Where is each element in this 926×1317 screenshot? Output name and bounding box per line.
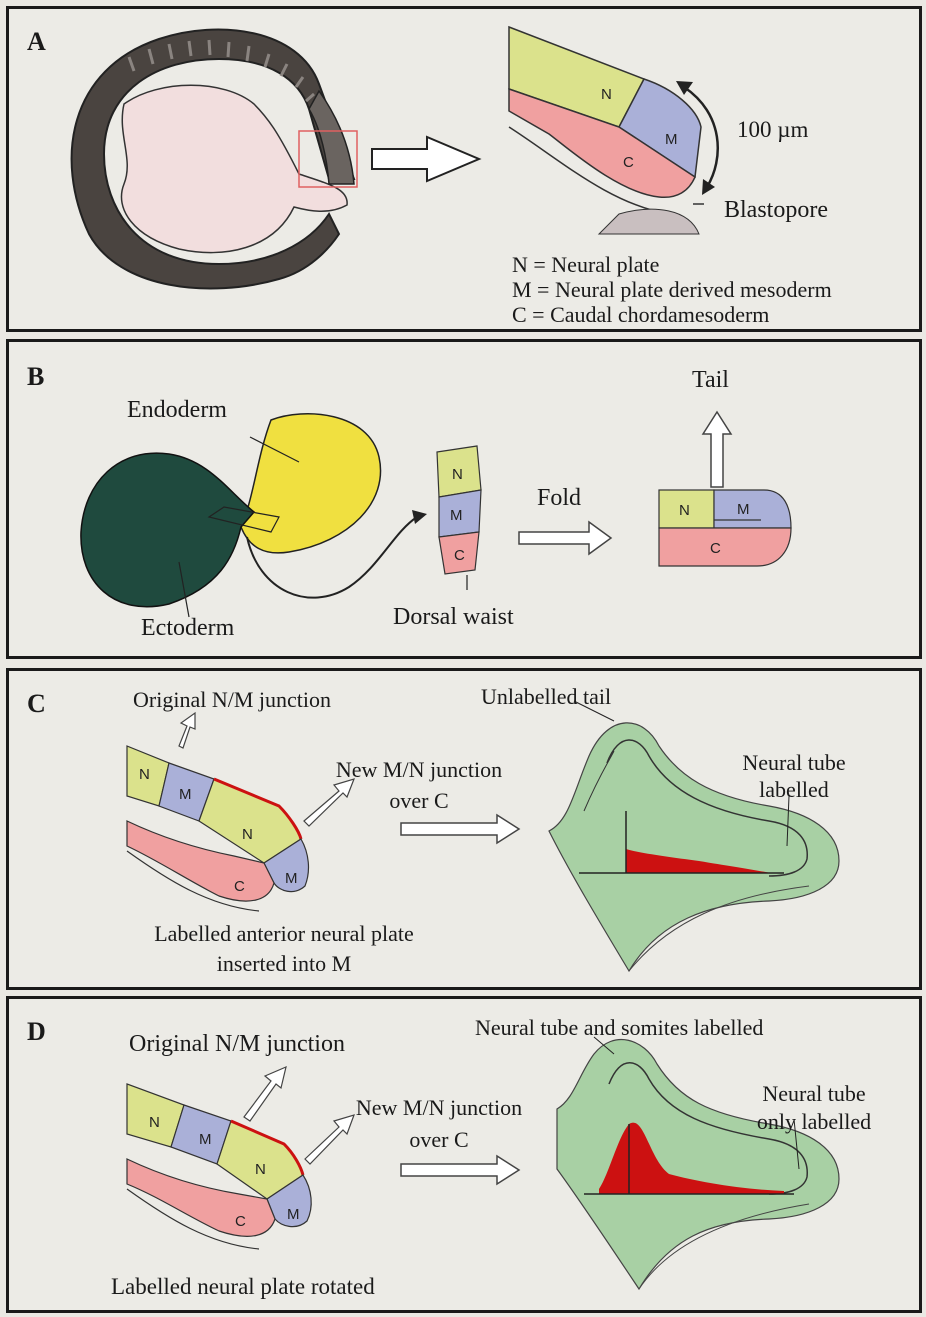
panel-d: N M N C M D Original N/M junction New M/… bbox=[6, 996, 922, 1313]
legend-m: M = Neural plate derived mesoderm bbox=[512, 277, 832, 303]
graft-label-c: C bbox=[235, 1213, 246, 1230]
strip-label-c: C bbox=[454, 547, 465, 564]
new-junction-label-2: over C bbox=[329, 1127, 549, 1153]
neural-tube-somites-label: Neural tube and somites labelled bbox=[475, 1015, 763, 1041]
graft-label-m2: M bbox=[285, 870, 298, 887]
tail-result bbox=[557, 1037, 839, 1289]
ectoderm-shape bbox=[81, 453, 254, 607]
fold-arrow bbox=[519, 522, 611, 554]
neural-tube-label-2: labelled bbox=[719, 777, 869, 803]
strip-label-n: N bbox=[452, 466, 463, 483]
neural-tube-only-label-2: only labelled bbox=[739, 1109, 889, 1135]
new-junction-label-1: New M/N junction bbox=[329, 1095, 549, 1121]
caption-line-1: Labelled anterior neural plate bbox=[109, 921, 459, 947]
original-junction-arrow bbox=[244, 1067, 286, 1121]
panel-label: D bbox=[27, 1017, 46, 1047]
original-junction-label: Original N/M junction bbox=[129, 1031, 345, 1058]
graft-label-m: M bbox=[179, 786, 192, 803]
tail-label: Tail bbox=[692, 367, 729, 394]
graft-label-c: C bbox=[234, 878, 245, 895]
neural-tube-only-label-1: Neural tube bbox=[739, 1081, 889, 1107]
panel-label: C bbox=[27, 689, 46, 719]
panel-c: N M N C M C Original N/M junction New M/… bbox=[6, 668, 922, 990]
fold-label: Fold bbox=[537, 485, 581, 512]
graft-label-n: N bbox=[139, 766, 150, 783]
segment-label-c: C bbox=[623, 154, 634, 171]
transform-arrow bbox=[401, 1156, 519, 1184]
panel-b: N M C N M C B Endoderm Ectoderm Dorsal w… bbox=[6, 339, 922, 659]
graft-label-n: N bbox=[149, 1114, 160, 1131]
original-junction-label: Original N/M junction bbox=[133, 687, 331, 713]
folded-block: N M C bbox=[659, 490, 791, 566]
neural-tube-label-1: Neural tube bbox=[719, 750, 869, 776]
graft-label-n2: N bbox=[242, 826, 253, 843]
graft-diagram: N M N C M bbox=[127, 1084, 311, 1249]
caption-line-2: inserted into M bbox=[109, 951, 459, 977]
graft-label-m2: M bbox=[287, 1206, 300, 1223]
endoderm-label: Endoderm bbox=[127, 397, 227, 424]
scale-label: 100 µm bbox=[737, 117, 808, 143]
dorsal-waist-strip: N M C bbox=[437, 446, 481, 590]
transform-arrow bbox=[401, 815, 519, 843]
blastopore-label: Blastopore bbox=[724, 197, 828, 224]
panel-label: A bbox=[27, 27, 46, 57]
caption: Labelled neural plate rotated bbox=[111, 1274, 375, 1300]
segment-label-n: N bbox=[601, 86, 612, 103]
original-junction-arrow bbox=[179, 713, 195, 748]
endoderm-shape bbox=[241, 414, 381, 553]
block-label-n: N bbox=[679, 502, 690, 519]
graft-label-n2: N bbox=[255, 1161, 266, 1178]
new-junction-label-1: New M/N junction bbox=[309, 757, 529, 783]
legend-n: N = Neural plate bbox=[512, 252, 659, 278]
block-label-c: C bbox=[710, 540, 721, 557]
legend-c: C = Caudal chordamesoderm bbox=[512, 302, 769, 328]
new-junction-label-2: over C bbox=[309, 788, 529, 814]
tailbud-diagram: N M C bbox=[509, 27, 718, 234]
graft-diagram: N M N C M bbox=[127, 746, 308, 911]
embryo-illustration bbox=[72, 29, 357, 288]
ectoderm-label: Ectoderm bbox=[141, 615, 234, 642]
tail-arrow bbox=[703, 412, 731, 487]
block-label-m: M bbox=[737, 501, 750, 518]
graft-label-m: M bbox=[199, 1131, 212, 1148]
blastopore-shape bbox=[599, 209, 699, 234]
panel-label: B bbox=[27, 362, 44, 392]
unlabelled-tail-label: Unlabelled tail bbox=[481, 684, 611, 710]
segment-label-m: M bbox=[665, 131, 678, 148]
tail-result bbox=[549, 701, 839, 971]
dorsal-waist-label: Dorsal waist bbox=[393, 604, 514, 631]
strip-label-m: M bbox=[450, 507, 463, 524]
arrow-icon bbox=[372, 137, 479, 181]
panel-a: N M C A 100 µm Blastopore N = Neural pla… bbox=[6, 6, 922, 332]
